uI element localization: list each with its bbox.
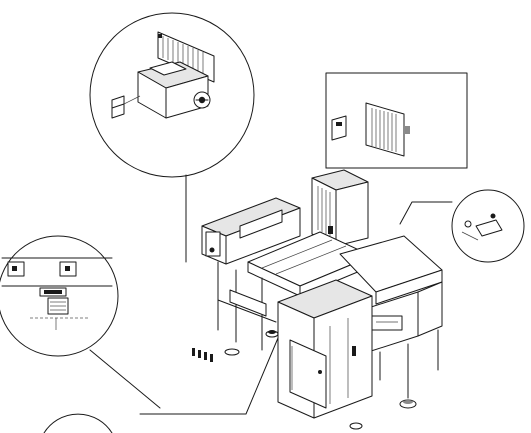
detail-callout-left — [0, 235, 161, 409]
right-table — [339, 235, 443, 399]
leader-line-bottom — [139, 337, 279, 415]
leader-line-left — [89, 349, 161, 409]
leveling-feet — [224, 330, 417, 430]
machine-assembly — [192, 169, 443, 430]
terminal-panel-detail — [1, 257, 113, 330]
main-cabinet — [277, 279, 373, 419]
lower-frame — [217, 261, 277, 351]
latch-detail — [461, 213, 503, 241]
detail-callout-bottom — [43, 337, 279, 433]
rear-cabinet — [311, 169, 369, 247]
switch-box-detail — [111, 31, 215, 119]
detail-callout-top — [89, 12, 255, 263]
floor-mark — [192, 348, 213, 362]
detail-callout-right — [399, 189, 525, 263]
infeed-conveyor — [201, 197, 301, 265]
leader-line-right — [399, 201, 453, 225]
grille-detail — [331, 102, 410, 157]
detail-callout-grille — [325, 72, 468, 169]
